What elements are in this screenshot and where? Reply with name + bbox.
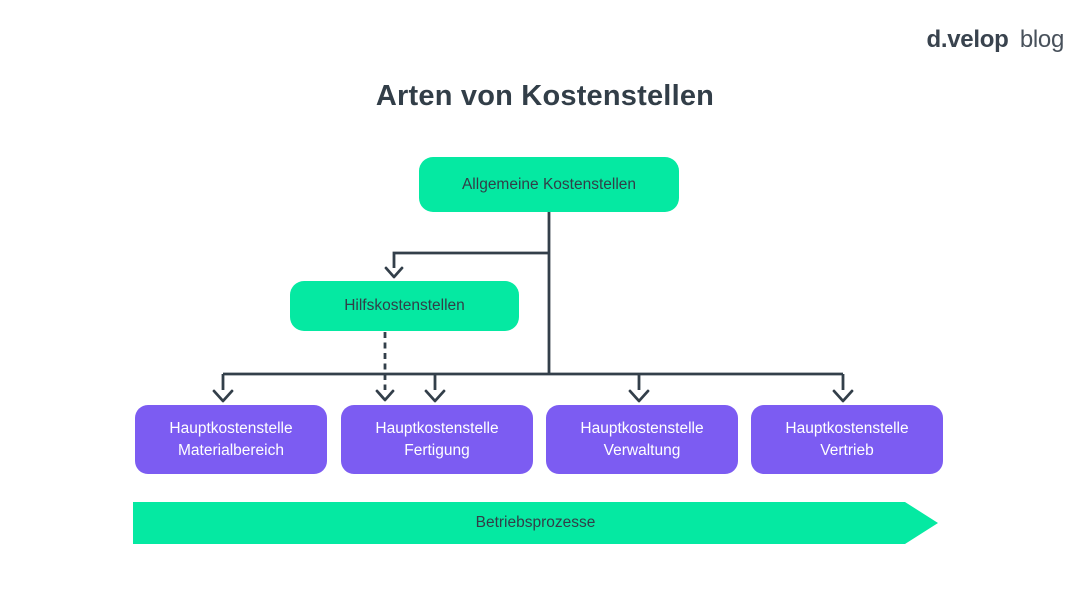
logo-suffix-text: blog [1019, 26, 1064, 53]
node-label-line1: Hauptkostenstelle [375, 419, 499, 437]
arrowhead-aux [384, 266, 404, 279]
arrowhead-dashed [375, 389, 395, 402]
node-hauptkostenstelle-fertigung: Hauptkostenstelle Fertigung [341, 405, 533, 474]
dvelop-blog-logo: d.velop blog [926, 26, 1065, 54]
diagram-title: Arten von Kostenstellen [375, 80, 715, 112]
node-hauptkostenstelle-verwaltung: Hauptkostenstelle Verwaltung [546, 405, 738, 474]
betriebsprozesse-banner: Betriebsprozesse [133, 502, 938, 544]
node-label-line1: Hauptkostenstelle [580, 419, 704, 437]
arrowhead-drop-1 [212, 389, 234, 403]
node-label-line2: Materialbereich [178, 441, 284, 459]
node-label-line2: Fertigung [404, 441, 470, 459]
node-hauptkostenstelle-materialbereich: Hauptkostenstelle Materialbereich [135, 405, 327, 474]
logo-brand-text: d.velop [926, 26, 1009, 53]
node-hauptkostenstelle-vertrieb: Hauptkostenstelle Vertrieb [751, 405, 943, 474]
banner-label: Betriebsprozesse [475, 514, 596, 531]
node-label: Allgemeine Kostenstellen [461, 175, 637, 193]
node-allgemeine-kostenstellen: Allgemeine Kostenstellen [419, 157, 679, 212]
node-label-line2: Verwaltung [603, 441, 681, 459]
node-hilfskostenstellen: Hilfskostenstellen [290, 281, 519, 331]
connector-branch-aux [392, 251, 549, 268]
node-label-line1: Hauptkostenstelle [169, 419, 293, 437]
arrowhead-drop-2 [424, 389, 446, 403]
arrowhead-drop-3 [628, 389, 650, 403]
node-label-line2: Vertrieb [820, 441, 874, 459]
node-label-line1: Hauptkostenstelle [785, 419, 909, 437]
arrowhead-drop-4 [832, 389, 854, 403]
node-label: Hilfskostenstellen [344, 297, 465, 314]
